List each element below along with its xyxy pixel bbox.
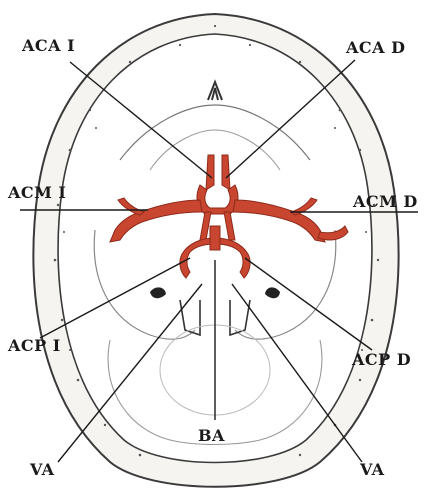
label-acm-d: ACM D [353,194,418,210]
basilar-artery [210,226,220,250]
aca-left-vessel [206,155,214,190]
aca-right-vessel [222,155,230,190]
label-va-left: VA [30,462,55,478]
label-aca-d: ACA D [346,40,406,56]
label-acp-d: ACP D [352,352,411,368]
label-aca-i: ACA I [22,38,75,54]
label-acp-i: ACP I [8,338,61,354]
label-acm-i: ACM I [8,185,66,201]
label-va-right: VA [360,462,385,478]
label-ba: BA [198,428,225,444]
